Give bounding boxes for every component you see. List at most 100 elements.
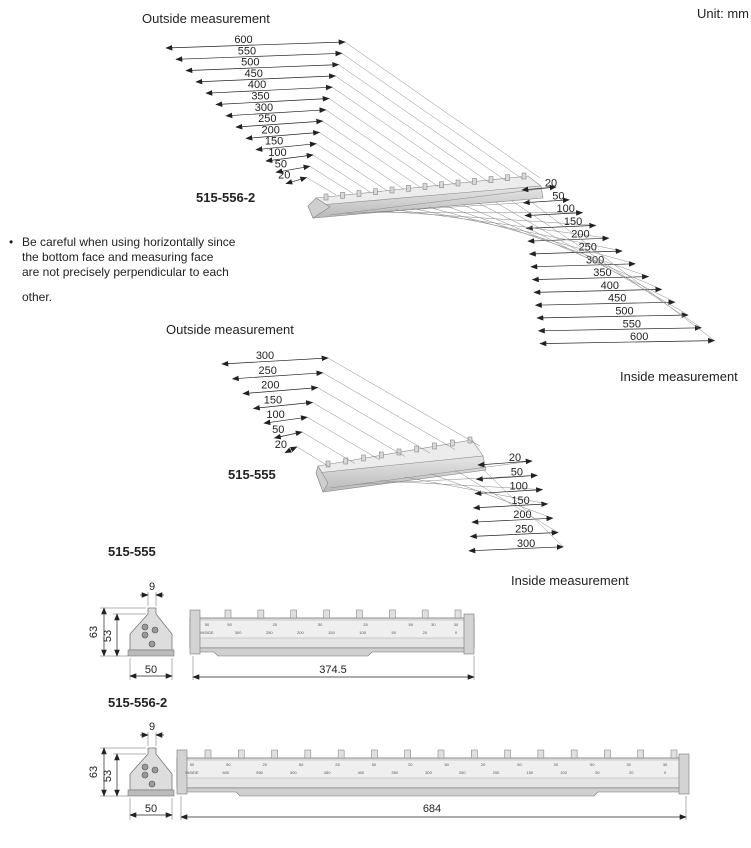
dimension-label: 150	[511, 495, 529, 507]
scale-label: 20	[554, 762, 559, 767]
measuring-jaw	[373, 188, 378, 195]
dimension-line	[275, 164, 311, 174]
dim-height-outer-label: 63	[88, 766, 100, 778]
measuring-jaw	[224, 609, 232, 619]
dimension-line	[263, 415, 308, 426]
screw-hole	[148, 780, 156, 788]
dimension-label: 20	[278, 170, 290, 182]
scale-label: 50	[372, 762, 377, 767]
drawing-title: 515-556-2	[108, 695, 167, 710]
measuring-jaw	[454, 609, 462, 619]
scale-label: 50	[190, 762, 195, 767]
screw-hole	[141, 631, 149, 639]
measuring-jaw	[472, 178, 477, 185]
dimension-line	[522, 197, 570, 206]
dimension-line	[245, 130, 321, 141]
end-view-foot	[127, 649, 175, 657]
dim-length-label: 684	[423, 803, 441, 815]
extension-line	[312, 402, 406, 457]
measuring-jaw	[356, 190, 362, 197]
dimension-label: 150	[265, 136, 283, 148]
dimension-label: 20	[275, 439, 287, 451]
scale-label: 50	[590, 762, 595, 767]
scale-label: 30	[663, 762, 668, 767]
dimension-label: 50	[275, 158, 287, 170]
measuring-jaw	[379, 451, 384, 459]
dimension-line	[474, 487, 544, 497]
measuring-jaw	[323, 609, 330, 619]
extension-line	[296, 446, 331, 468]
dimension-line	[231, 370, 324, 382]
scale-label: 600	[222, 770, 229, 775]
screw-hole	[141, 771, 149, 779]
scale-label: 20	[408, 762, 413, 767]
dimension-line	[165, 39, 346, 51]
model-label-big: 515-556-2	[196, 190, 255, 205]
scale-label: 550	[256, 770, 263, 775]
measuring-jaw	[257, 609, 265, 619]
measuring-jaw	[637, 749, 644, 759]
scale-label: 200	[297, 630, 304, 635]
dimension-label: 200	[571, 229, 589, 241]
dimension-label: 50	[272, 424, 284, 436]
dimension-line	[285, 176, 308, 185]
extension-line	[344, 41, 541, 179]
dimension-line	[225, 107, 327, 119]
drawing-title: 515-555	[108, 544, 156, 559]
scale-label: 100	[359, 630, 366, 635]
bar-isometric-515-555	[315, 436, 487, 493]
dimension-line	[471, 515, 554, 525]
extension-line	[307, 416, 381, 461]
dimension-line	[221, 355, 329, 367]
dim-width-label: 9	[149, 581, 155, 593]
scale-label: 50	[392, 630, 397, 635]
dimension-line	[534, 299, 676, 308]
extension-line	[338, 64, 507, 182]
drawing-515-556-2: 515-556-2 9 63 53 50	[88, 695, 690, 820]
dimension-label: 500	[615, 306, 633, 318]
bar-jaw-group	[323, 172, 527, 201]
measuring-jaw	[670, 749, 678, 759]
front-view-base	[181, 787, 683, 797]
dimension-label: 300	[255, 102, 273, 114]
front-view-scale-strip	[197, 619, 465, 639]
measuring-jaw	[325, 460, 331, 468]
measuring-jaw	[471, 749, 478, 759]
scale-label: 20	[481, 762, 486, 767]
dimension-label: 50	[511, 466, 523, 478]
measuring-jaw	[271, 749, 278, 759]
dimension-label: 100	[510, 481, 528, 493]
dimension-label: 250	[579, 242, 597, 254]
measuring-jaw	[404, 749, 411, 759]
scale-label: 30	[626, 762, 631, 767]
measuring-jaw	[356, 609, 363, 619]
dimension-label: 550	[238, 45, 256, 57]
dimension-line	[273, 430, 303, 440]
measuring-jaw	[337, 749, 345, 759]
note-line: the bottom face and measuring face	[22, 250, 214, 264]
measuring-jaw	[521, 172, 527, 180]
measuring-jaw	[604, 749, 611, 759]
measuring-jaw	[537, 749, 545, 759]
screw-hole	[148, 640, 156, 648]
dimension-line	[252, 400, 314, 411]
dimension-label: 200	[261, 380, 279, 392]
measuring-jaw	[389, 609, 396, 619]
scale-label: 150	[527, 770, 534, 775]
scale-label: 100	[560, 770, 567, 775]
dim-base-label: 50	[145, 664, 157, 676]
scale-label: INSIDE	[185, 770, 199, 775]
dimension-line	[468, 544, 564, 554]
scale-label: 50	[517, 762, 522, 767]
scale-label: 450	[324, 770, 331, 775]
screw-hole	[151, 626, 159, 634]
dimension-label: 350	[593, 267, 611, 279]
extension-line	[527, 199, 715, 341]
dimension-label: 600	[630, 331, 648, 343]
front-view-scale-strip	[184, 759, 680, 779]
scale-label: 300	[425, 770, 432, 775]
extension-line	[329, 186, 557, 216]
outside-measurement-label-mid: Outside measurement	[166, 322, 294, 337]
